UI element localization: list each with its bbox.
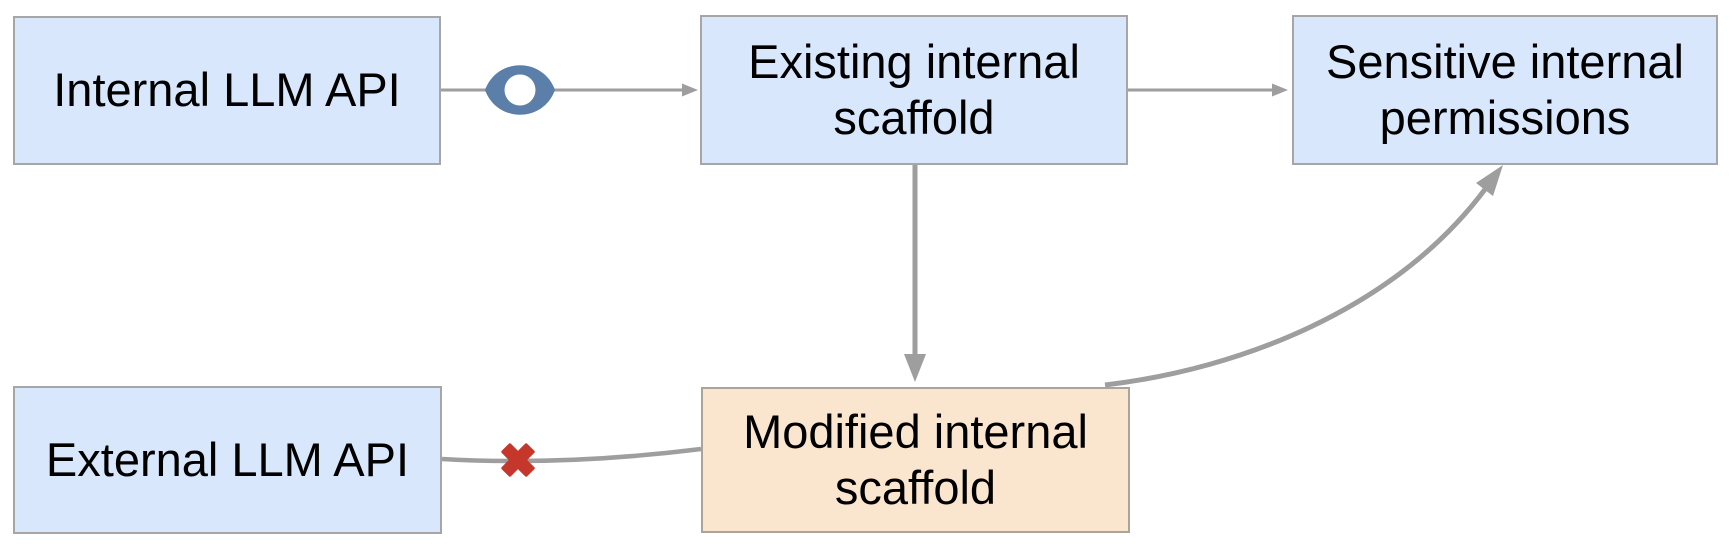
edge-existing-to-modified bbox=[904, 165, 926, 382]
node-label: Modified internal scaffold bbox=[743, 404, 1088, 514]
edge-internal-to-existing bbox=[441, 65, 698, 115]
node-label: Internal LLM API bbox=[53, 63, 401, 117]
eye-pupil bbox=[504, 74, 536, 106]
arrowhead bbox=[1272, 83, 1288, 97]
node-external-llm-api: External LLM API bbox=[13, 386, 442, 534]
arrowhead bbox=[1476, 165, 1503, 196]
node-sensitive-internal-permissions: Sensitive internal permissions bbox=[1292, 15, 1718, 165]
arrowhead bbox=[904, 354, 926, 382]
blocked-x-icon bbox=[501, 443, 535, 477]
node-internal-llm-api: Internal LLM API bbox=[13, 16, 441, 165]
node-modified-internal-scaffold: Modified internal scaffold bbox=[701, 387, 1130, 533]
node-label: Sensitive internal permissions bbox=[1326, 34, 1684, 144]
arrowhead bbox=[682, 83, 698, 97]
edge-modified-to-sensitive-curved bbox=[1104, 165, 1503, 388]
node-label: Existing internal scaffold bbox=[748, 34, 1080, 144]
edge-external-to-modified-blocked bbox=[441, 443, 702, 477]
edge-existing-to-sensitive bbox=[1128, 83, 1288, 97]
node-label: External LLM API bbox=[45, 432, 410, 486]
node-existing-internal-scaffold: Existing internal scaffold bbox=[700, 15, 1128, 165]
